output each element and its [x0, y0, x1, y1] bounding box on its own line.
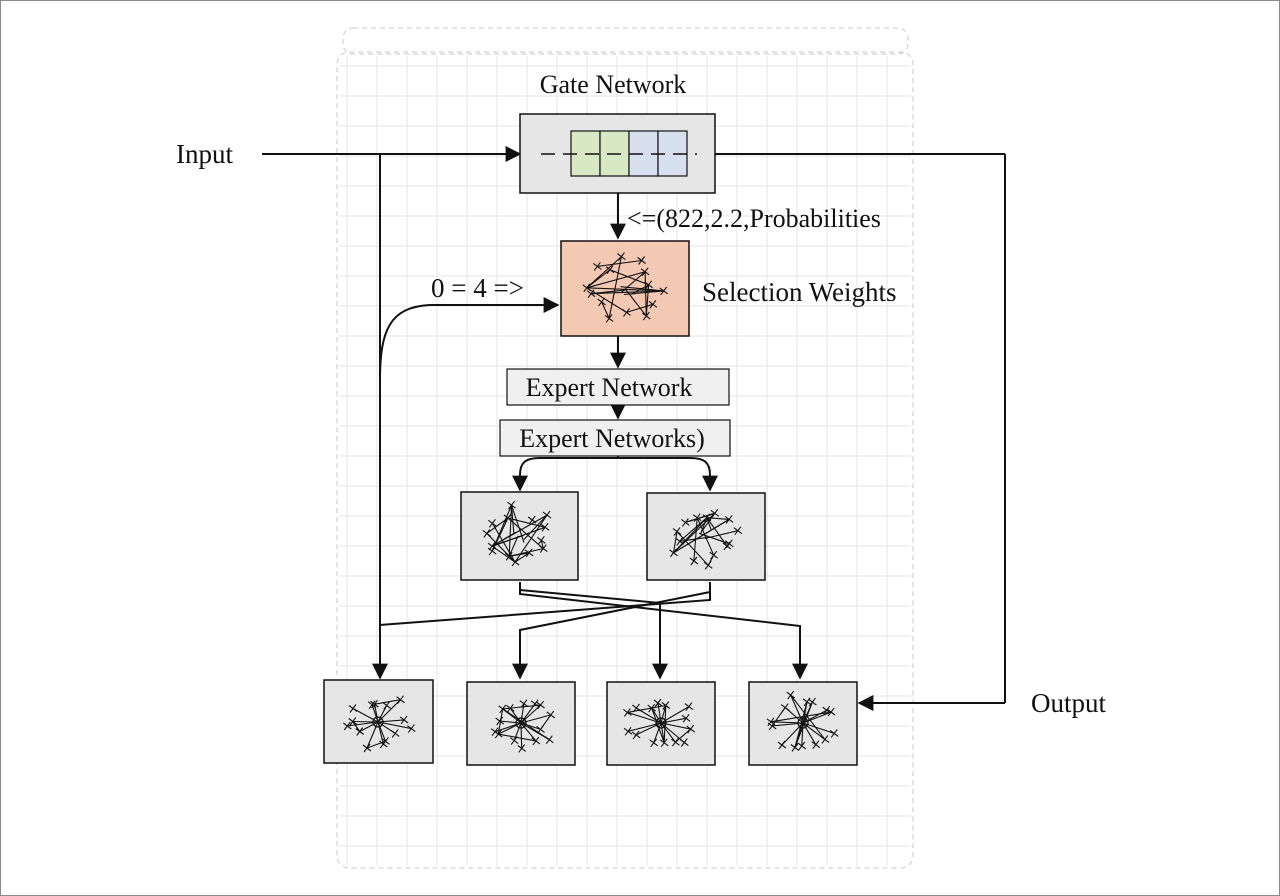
network-graph-icon	[669, 508, 743, 570]
split-right-arrow	[618, 457, 718, 492]
panel-border	[336, 51, 914, 869]
gate-network-label: Gate Network	[540, 70, 687, 99]
cross-line-c	[379, 582, 711, 626]
expert-networks-label: Expert Networks)	[519, 424, 705, 453]
cross-line-b	[519, 589, 668, 680]
output-graph-box-4	[748, 681, 858, 766]
connectors	[262, 146, 1006, 711]
network-graph-icon	[482, 500, 552, 567]
expert-network-box	[506, 368, 730, 406]
network-graph-icon	[490, 699, 556, 753]
probabilities-label: <=(822,2.2,Probabilities	[627, 204, 881, 233]
expert-graph-box-left	[460, 491, 579, 581]
cross-line-d	[512, 591, 711, 680]
segmented-vector-icon	[541, 130, 697, 177]
network-graph-icon	[766, 690, 839, 752]
gate-network-box	[519, 113, 716, 194]
split-left-arrow	[512, 456, 619, 492]
network-graph-icon	[623, 698, 696, 748]
network-graph-icon	[342, 695, 416, 753]
input-label: Input	[176, 139, 233, 169]
output-graph-box-2	[466, 681, 576, 766]
expert-graph-box-right	[646, 492, 766, 581]
zero-equation-label: 0 = 4 =>	[431, 273, 524, 303]
selection-weights-label: Selection Weights	[702, 277, 897, 307]
output-graph-box-1	[323, 679, 434, 764]
input-to-selection-curve	[379, 297, 560, 381]
output-label: Output	[1031, 688, 1107, 718]
output-graph-box-3	[606, 681, 716, 766]
panel-tab	[342, 27, 909, 55]
selection-weights-box	[560, 240, 690, 337]
network-graph-icon	[582, 252, 669, 323]
expert-networks-box	[499, 419, 731, 457]
expert-network-label: Expert Network	[526, 373, 693, 402]
